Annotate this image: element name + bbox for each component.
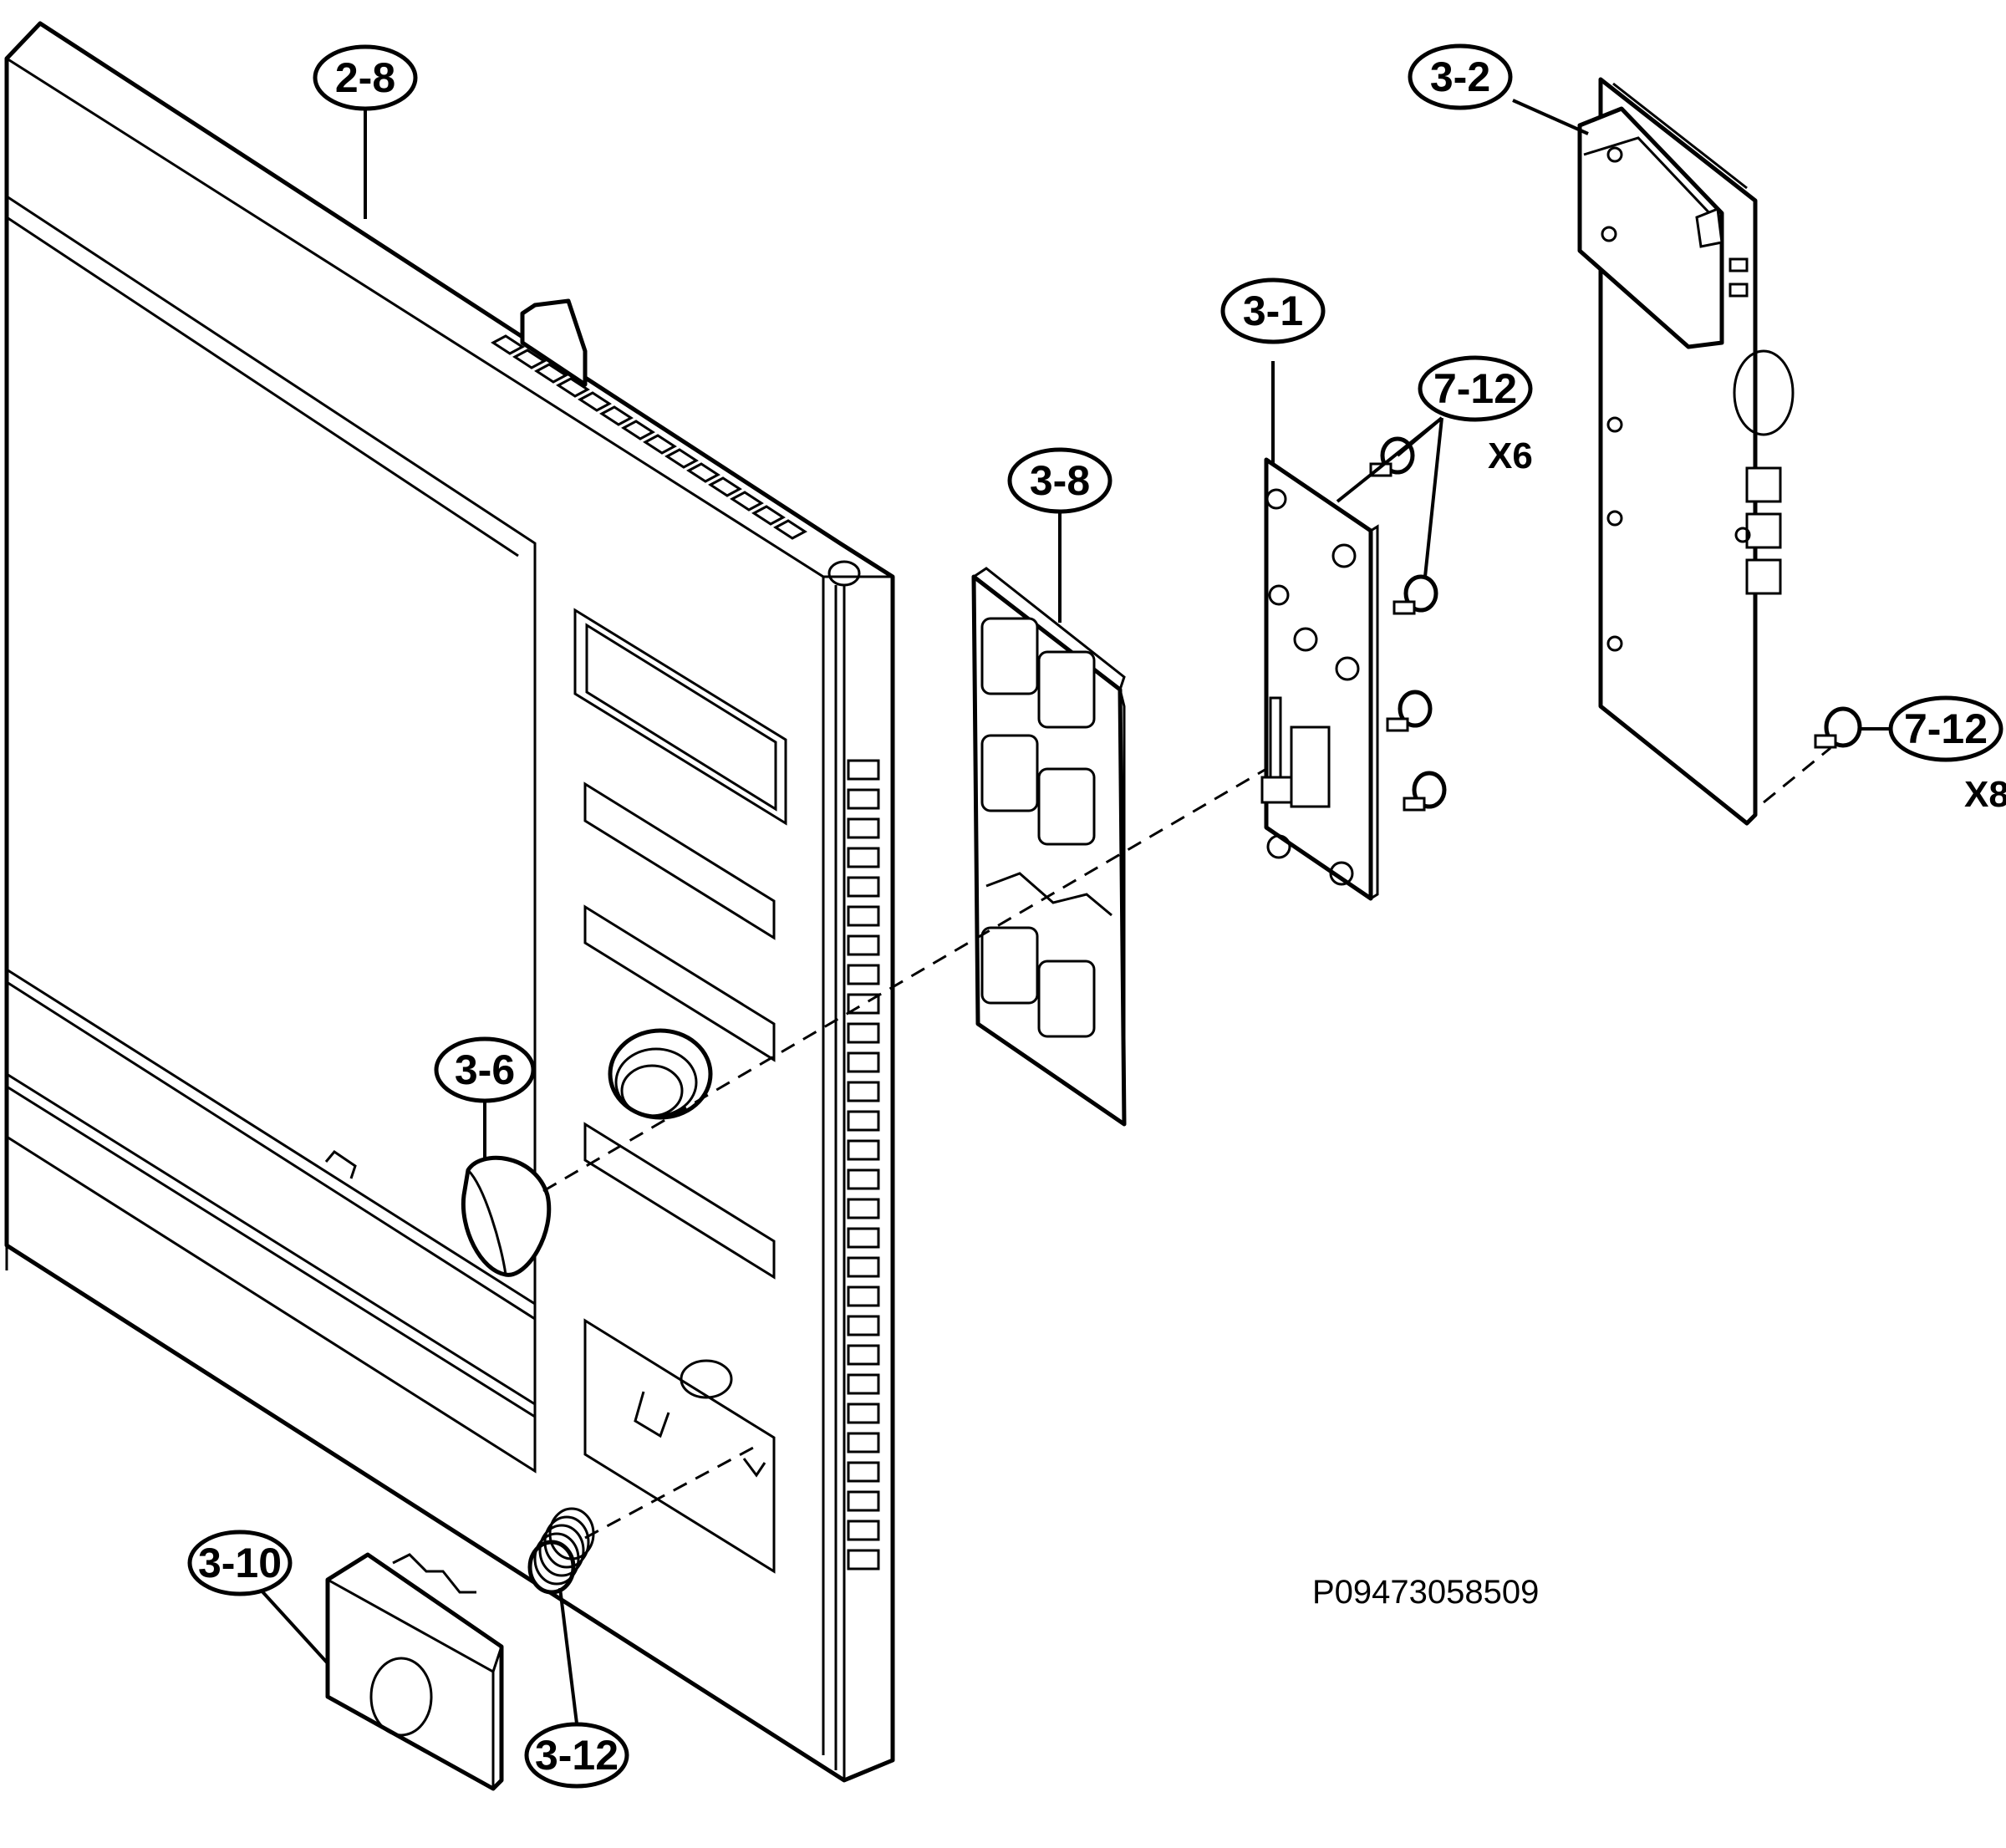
button-cover-part	[325, 1552, 504, 1791]
callout-3-10: 3-10	[187, 1530, 293, 1596]
callout-3-12: 3-12	[524, 1722, 629, 1789]
callout-3-1: 3-1	[1220, 277, 1326, 344]
pcb-bracket-part	[1577, 77, 1795, 826]
callout-2-8: 2-8	[313, 44, 418, 111]
bracket-screw	[1814, 706, 1862, 749]
callout-7-12-bracket: 7-12	[1888, 695, 2003, 762]
callout-label: 3-1	[1243, 288, 1303, 334]
leader-lines	[257, 99, 1897, 1724]
callout-3-8: 3-8	[1007, 447, 1112, 514]
callout-3-2: 3-2	[1408, 43, 1513, 110]
knob-part	[461, 1155, 552, 1277]
top-vent-slots	[491, 334, 807, 540]
spring-part	[527, 1507, 595, 1595]
callout-label: 7-12	[1904, 705, 1988, 752]
callout-3-6: 3-6	[434, 1036, 536, 1103]
drawing-code: P09473058509	[1312, 1574, 1539, 1611]
callout-label: 3-8	[1030, 457, 1090, 504]
callout-label: 3-12	[535, 1732, 619, 1779]
callout-label: 3-10	[198, 1540, 282, 1586]
callout-label: 2-8	[335, 54, 395, 101]
keypad-membrane-part	[971, 567, 1127, 1127]
side-vent-slots	[847, 759, 880, 1571]
pcb-screws	[1369, 436, 1447, 812]
assembly-lines	[542, 746, 1831, 1540]
callout-label: 7-12	[1433, 365, 1517, 412]
door-frame-part	[4, 21, 895, 1783]
callout-7-12-pcb: 7-12	[1418, 355, 1533, 422]
callout-label: 3-2	[1430, 53, 1490, 100]
callout-label: 3-6	[455, 1046, 515, 1093]
knob-ring	[608, 1028, 713, 1120]
quantity-x8: X8	[1964, 774, 2006, 815]
quantity-x6: X6	[1488, 435, 1533, 476]
control-pcb-part	[1260, 457, 1379, 901]
